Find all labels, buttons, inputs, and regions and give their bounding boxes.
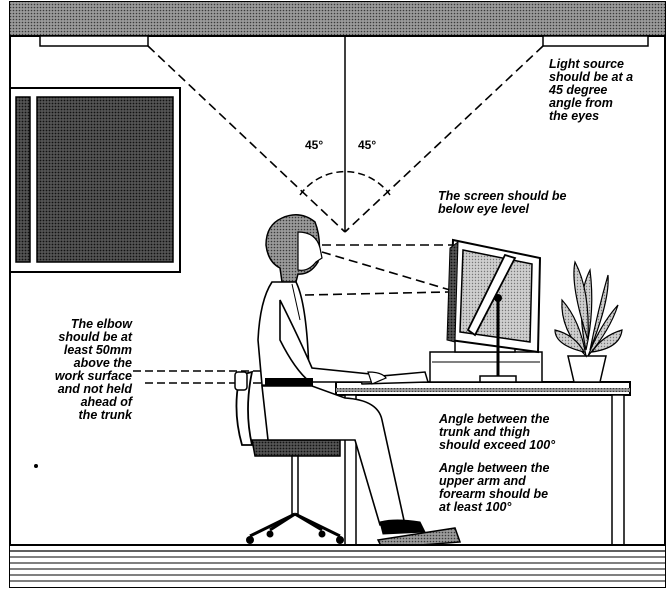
ceiling bbox=[10, 2, 665, 36]
screen-level-note: The screen should be below eye level bbox=[438, 190, 567, 216]
angle-label-left: 45° bbox=[305, 138, 323, 152]
elbow-note: The elbow should be at least 50mm above … bbox=[22, 318, 132, 422]
sight-line-mid bbox=[322, 252, 450, 290]
ceiling-light-icon bbox=[543, 36, 648, 46]
ink-dot bbox=[34, 464, 38, 468]
floor bbox=[10, 545, 665, 587]
light-source-note: Light source should be at a 45 degree an… bbox=[549, 58, 633, 123]
ceiling-light-icon bbox=[40, 36, 148, 46]
trunk-thigh-note: Angle between the trunk and thigh should… bbox=[439, 413, 555, 452]
window-icon bbox=[10, 88, 180, 272]
arm-forearm-note: Angle between the upper arm and forearm … bbox=[439, 462, 549, 514]
potted-plant-icon bbox=[555, 262, 622, 382]
angle-label-right: 45° bbox=[358, 138, 376, 152]
sight-line-bottom bbox=[305, 292, 448, 295]
